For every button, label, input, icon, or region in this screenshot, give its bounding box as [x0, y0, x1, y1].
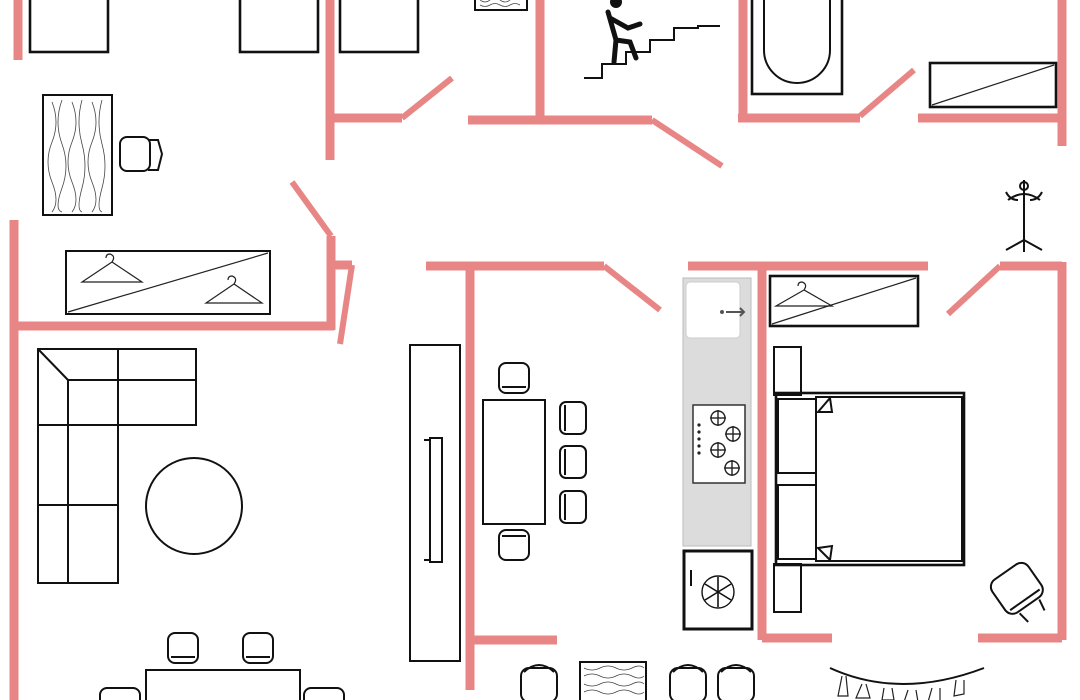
dining-chair — [498, 529, 530, 561]
double-bed — [774, 391, 966, 567]
doors — [289, 67, 1003, 345]
wardrobe — [65, 250, 271, 315]
tv-console — [409, 344, 461, 662]
round-coffee-table — [145, 457, 243, 555]
wardrobe — [28, 0, 420, 54]
coat-rack — [1005, 180, 1043, 252]
dining-chair — [559, 445, 587, 479]
hanger-icon — [773, 281, 835, 307]
dining-chair — [498, 362, 530, 394]
sink — [685, 281, 746, 339]
bar-stool — [717, 664, 755, 700]
dining-chair — [99, 687, 141, 700]
stairs — [584, 0, 720, 79]
bathroom-counter — [928, 61, 1058, 109]
snowflake-icon — [701, 575, 735, 609]
walls — [9, 0, 1067, 700]
hanger-icon — [80, 253, 144, 283]
wood-grain-texture — [474, 0, 528, 11]
washing-machine — [682, 549, 754, 631]
desk — [42, 94, 113, 216]
clothes-line — [829, 667, 985, 700]
sectional-sofa — [37, 348, 197, 584]
stairs-person-icon — [605, 0, 643, 65]
bathtub — [750, 0, 844, 96]
dining-chair — [559, 490, 587, 524]
wood-grain-texture — [579, 661, 647, 700]
dining-table — [482, 399, 546, 525]
dining-chair — [559, 401, 587, 435]
dining-chair — [167, 632, 199, 664]
bar-stool — [520, 664, 558, 700]
dining-table — [145, 669, 301, 700]
bar-stool — [669, 664, 707, 700]
hanger-icon — [204, 275, 264, 304]
nightstand — [773, 346, 802, 396]
desk-chair — [119, 136, 164, 172]
nightstand — [773, 563, 802, 613]
armchair — [989, 561, 1046, 623]
gas-cooktop — [692, 404, 746, 484]
wardrobe — [768, 274, 920, 328]
dining-chair — [303, 687, 345, 700]
dining-chair — [242, 632, 274, 664]
